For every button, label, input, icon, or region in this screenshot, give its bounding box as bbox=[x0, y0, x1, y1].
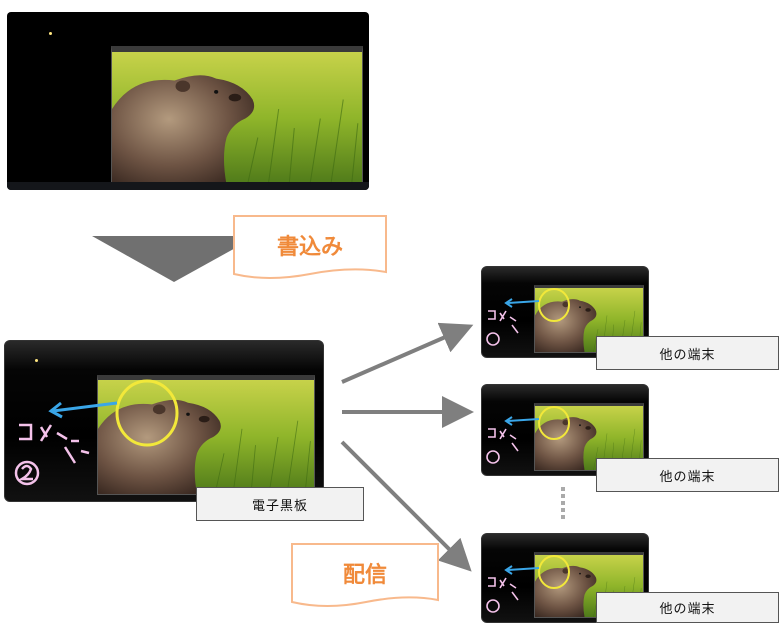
whiteboard-label: 電子黒板 bbox=[196, 487, 364, 521]
annotation-layer bbox=[486, 288, 570, 346]
annotation-layer bbox=[486, 555, 570, 613]
write-note-label: 書込み bbox=[276, 235, 343, 260]
distribute-note-label: 配信 bbox=[342, 563, 387, 588]
terminal-photo bbox=[534, 285, 644, 353]
more-terminals-ellipsis bbox=[561, 487, 565, 522]
annotation-layer bbox=[14, 379, 179, 486]
terminal-photo bbox=[534, 403, 644, 471]
taskbar bbox=[7, 182, 369, 190]
write-note: 書込み bbox=[232, 214, 388, 284]
source-screen bbox=[7, 12, 369, 190]
terminal-label: 他の端末 bbox=[596, 458, 779, 492]
whiteboard-screen bbox=[4, 340, 324, 502]
distribution-arrows bbox=[340, 322, 474, 572]
write-arrow bbox=[92, 236, 257, 282]
cursor-dot bbox=[35, 359, 38, 362]
annotation-layer bbox=[486, 406, 570, 464]
terminal-label: 他の端末 bbox=[596, 336, 779, 370]
distribute-note: 配信 bbox=[290, 542, 440, 612]
terminal-label: 他の端末 bbox=[596, 592, 779, 623]
terminal-photo bbox=[534, 552, 644, 618]
source-photo bbox=[111, 46, 363, 186]
cursor-dot bbox=[49, 32, 52, 35]
